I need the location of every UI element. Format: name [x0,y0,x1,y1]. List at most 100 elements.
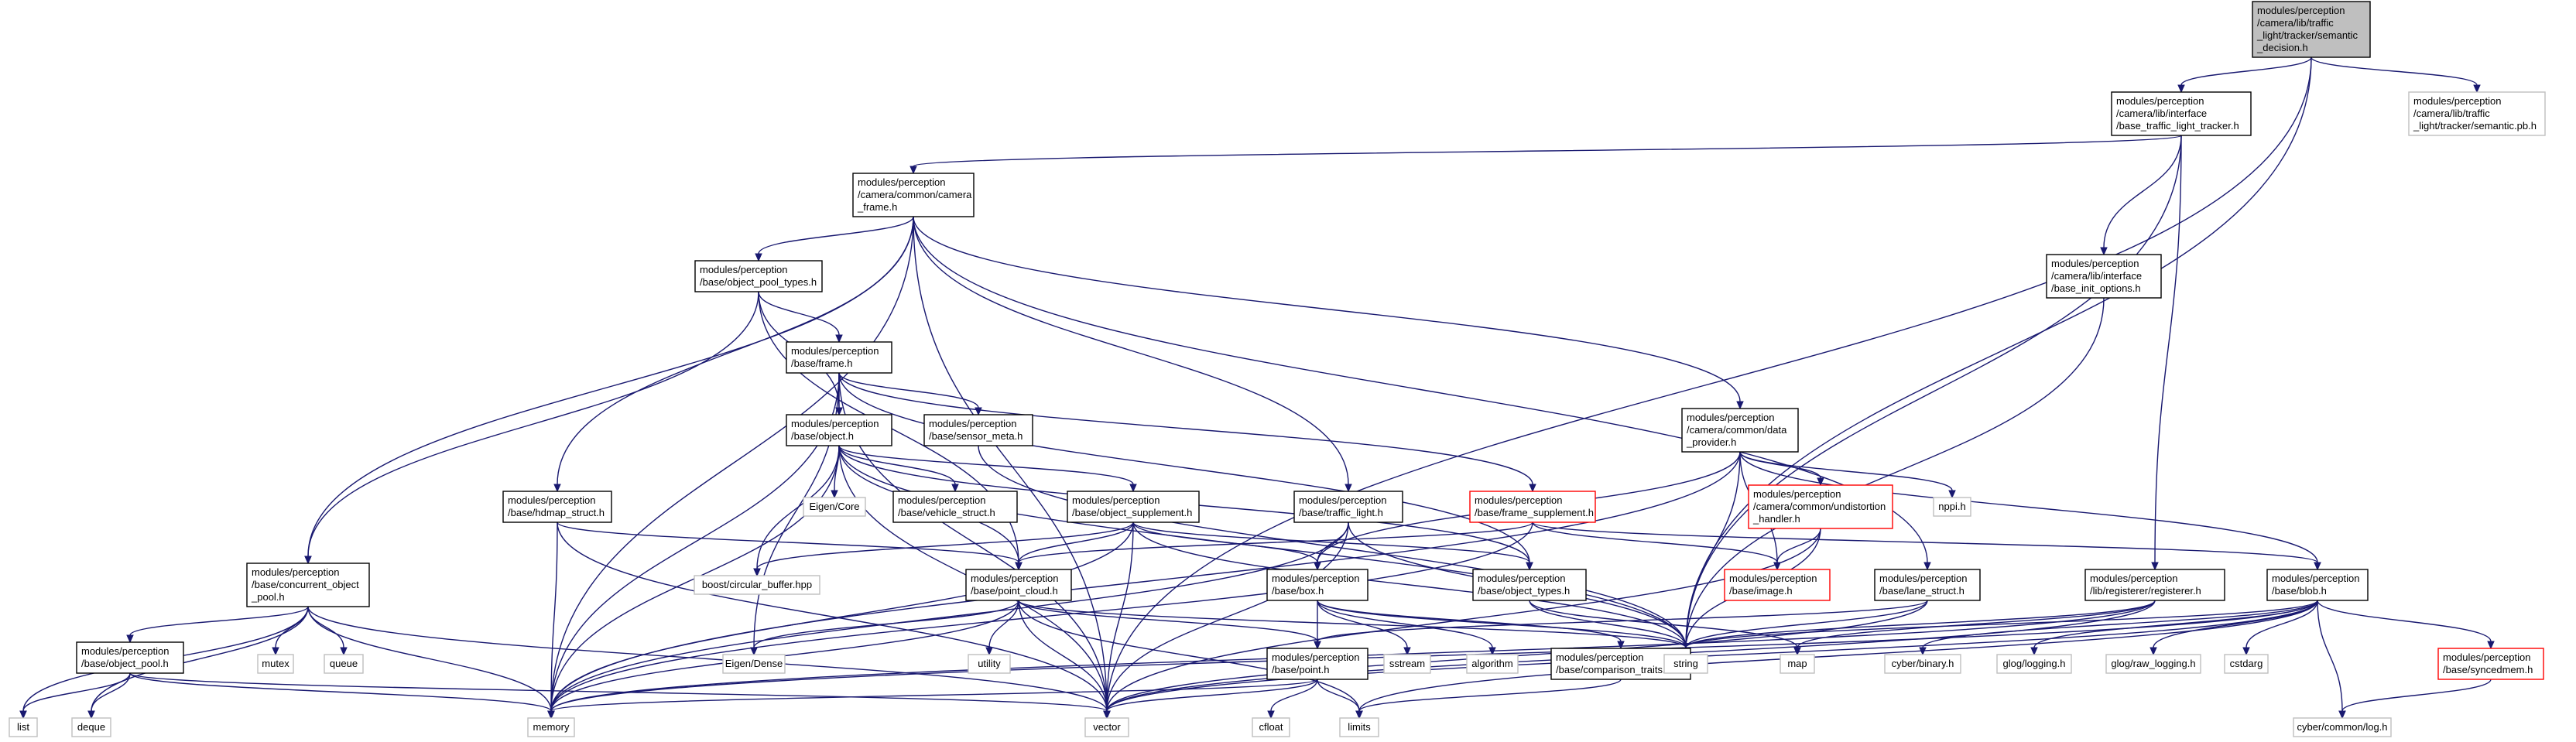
node-label-line: _light/tracker/semantic.pb.h [2413,120,2537,132]
dependency-edge [1355,679,1622,720]
dependency-edge [1317,600,1411,656]
node-point-cloud[interactable]: modules/perception/base/point_cloud.h [965,569,1072,601]
node-init-options[interactable]: modules/perception/camera/lib/interface/… [2046,254,2162,299]
node-box [1933,497,1971,517]
node-label-line: modules/perception [2413,95,2501,107]
node-eigen-dense: Eigen/Dense [722,654,786,674]
node-undistortion[interactable]: modules/perception/camera/common/undisto… [1748,484,1893,529]
node-label-line: sstream [1389,658,1425,669]
node-label-line: modules/perception [81,645,169,657]
node-hdmap-struct[interactable]: modules/perception/base/hdmap_struct.h [502,491,612,523]
node-lane-struct[interactable]: modules/perception/base/lane_struct.h [1874,569,1981,601]
node-tracker-iface[interactable]: modules/perception/camera/lib/interface/… [2111,91,2252,136]
node-box [1469,491,1596,523]
edge-line [1317,600,1687,648]
edge-arrowhead [1817,477,1824,487]
edge-arrowhead [909,166,917,175]
node-cyber-binary: cyber/binary.h [1884,654,1961,674]
edge-arrowhead [835,334,843,344]
edge-line [129,672,552,712]
node-camera-frame[interactable]: modules/perception/camera/common/camera_… [852,173,975,217]
edge-arrowhead [1793,647,1801,656]
edge-line [275,606,309,648]
edge-arrowhead [1355,710,1363,720]
node-traffic-light[interactable]: modules/perception/base/traffic_light.h [1293,491,1403,523]
edge-line [838,372,1533,485]
node-box[interactable]: modules/perception/base/box.h [1266,569,1368,601]
node-label-line: limits [1348,721,1371,733]
node-box [722,654,786,674]
node-object-types[interactable]: modules/perception/base/object_types.h [1472,569,1587,601]
edge-line [307,606,1108,712]
node-object-supplement[interactable]: modules/perception/base/object_supplemen… [1067,491,1200,523]
node-box [1266,569,1368,601]
node-label-line: /base/blob.h [2272,585,2327,597]
dependency-edge [1682,451,1741,656]
edge-line [1532,521,2318,563]
node-object-pool-types[interactable]: modules/perception/base/object_pool_type… [694,260,823,292]
edge-arrowhead [2151,562,2159,571]
edge-line [1922,600,2318,648]
node-box [2437,648,2544,680]
node-image[interactable]: modules/perception/base/image.h [1724,569,1831,601]
dependency-edge [985,600,1019,656]
dependency-edge [2242,600,2318,656]
node-label-line: memory [533,721,570,733]
node-vehicle-struct[interactable]: modules/perception/base/vehicle_struct.h [892,491,1018,523]
dependency-edge [1793,600,2156,656]
node-point[interactable]: modules/perception/base/point.h [1266,648,1368,680]
node-glog-logging: glog/logging.h [1996,654,2072,674]
dependency-edge [129,672,1111,720]
node-box [786,341,892,374]
node-registerer[interactable]: modules/perception/lib/registerer/regist… [2084,569,2225,601]
node-blob[interactable]: modules/perception/base/blob.h [2266,569,2369,601]
edge-line [2341,679,2492,712]
node-label-line: /base/frame.h [791,357,853,369]
node-object-pool[interactable]: modules/perception/base/object_pool.h [76,641,184,674]
node-box [2266,569,2369,601]
node-object[interactable]: modules/perception/base/object.h [786,414,892,446]
edge-line [1132,521,1318,563]
node-data-provider[interactable]: modules/perception/camera/common/data_pr… [1681,408,1799,453]
node-syncedmem[interactable]: modules/perception/base/syncedmem.h [2437,648,2544,680]
node-label-line: glog/logging.h [2003,658,2066,669]
node-box [71,717,111,737]
edge-line [1739,451,1953,491]
edge-arrowhead [755,253,762,262]
edge-line [129,672,1108,712]
dependency-edge [2150,600,2318,656]
edge-arrowhead [831,490,838,499]
node-root[interactable]: modules/perception/camera/lib/traffic_li… [2252,1,2371,58]
edge-arrowhead [750,647,758,656]
node-concurrent-pool[interactable]: modules/perception/base/concurrent_objec… [246,562,370,607]
edge-line [913,135,2182,167]
node-label-line: _pool.h [251,591,285,603]
node-sensor-meta[interactable]: modules/perception/base/sensor_meta.h [923,414,1033,446]
node-label-line: /camera/lib/interface [2116,108,2207,119]
node-label-line: modules/perception [508,494,595,506]
node-frame-supplement[interactable]: modules/perception/base/frame_supplement… [1469,491,1596,523]
dependency-edge [304,291,759,565]
node-queue: queue [324,654,364,674]
node-label-line: modules/perception [791,418,879,429]
node-frame[interactable]: modules/perception/base/frame.h [786,341,892,374]
edge-line [91,606,309,712]
dependency-edge [2338,679,2492,720]
node-label-line: /base/sensor_meta.h [929,430,1023,442]
edge-line [550,521,558,712]
node-label-line: modules/perception [2090,573,2177,584]
edge-line [2317,600,2343,712]
edge-line [2245,600,2318,648]
node-label-line: modules/perception [1272,573,1359,584]
node-box [2252,1,2371,58]
dependency-edge [755,216,914,262]
edge-line [1685,297,2105,648]
node-box [1266,648,1368,680]
node-box [803,497,866,517]
edge-line [753,600,1019,648]
dependency-edge [2311,56,2481,94]
edge-arrowhead [1617,641,1625,650]
node-deque: deque [71,717,111,737]
node-label-line: /camera/common/data [1687,424,1787,436]
